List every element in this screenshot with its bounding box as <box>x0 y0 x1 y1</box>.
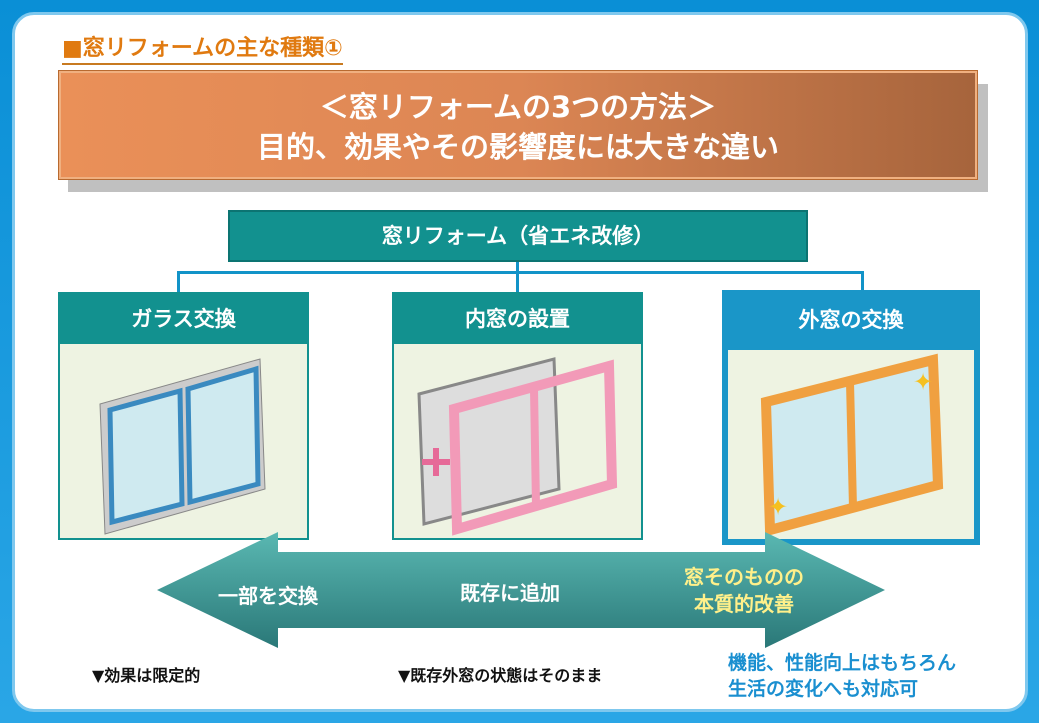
window-outer-icon: ✦ ✦ <box>760 353 944 537</box>
window-inner-icon <box>417 357 618 536</box>
card-label: 外窓の交換 <box>728 296 974 350</box>
root-node: 窓リフォーム（省エネ改修） <box>228 210 808 262</box>
note-right-2: 生活の変化へも対応可 <box>728 678 919 700</box>
window-glass-icon <box>99 358 266 535</box>
note-right: 機能、性能向上はもちろん 生活の変化へも対応可 <box>728 650 956 702</box>
sparkle-icon: ✦ <box>913 368 933 396</box>
arrow-label-right: 窓そのものの 本質的改善 <box>684 564 804 618</box>
slide-title: ■窓リフォームの主な種類① <box>62 30 343 65</box>
sparkle-icon: ✦ <box>768 493 788 521</box>
banner: ＜窓リフォームの3つの方法＞ 目的、効果やその影響度には大きな違い <box>58 70 978 180</box>
connector <box>516 262 519 274</box>
connector <box>516 271 519 293</box>
note-right-1: 機能、性能向上はもちろん <box>728 652 957 674</box>
note-left: ▼効果は限定的 <box>92 666 201 685</box>
banner-line-1: ＜窓リフォームの3つの方法＞ <box>319 90 717 124</box>
arrow-label-right-2: 本質的改善 <box>694 592 794 616</box>
double-arrow <box>157 532 885 648</box>
arrow-label-right-1: 窓そのものの <box>684 565 804 589</box>
connector <box>177 271 180 293</box>
card-glass-replacement: ガラス交換 <box>58 292 309 540</box>
arrow-label-left: 一部を交換 <box>218 584 318 608</box>
connector <box>861 271 864 291</box>
banner-line-2: 目的、効果やその影響度には大きな違い <box>256 130 779 164</box>
note-center: ▼既存外窓の状態はそのまま <box>398 666 603 685</box>
arrow-label-center: 既存に追加 <box>460 581 560 605</box>
card-inner-window: 内窓の設置 <box>392 292 643 540</box>
card-label: ガラス交換 <box>60 294 307 344</box>
card-outer-window: 外窓の交換 ✦ ✦ <box>722 290 980 545</box>
card-label: 内窓の設置 <box>394 294 641 344</box>
connector <box>177 271 864 274</box>
